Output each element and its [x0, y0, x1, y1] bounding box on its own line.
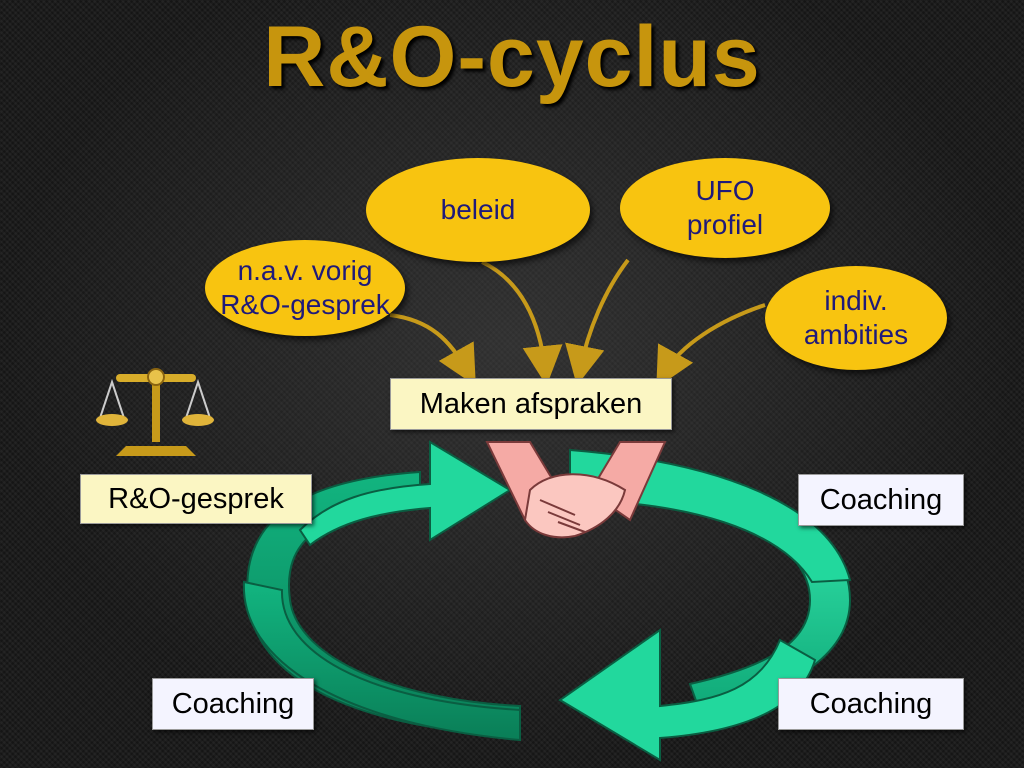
bubble-beleid-label: beleid	[440, 194, 516, 225]
page-title: R&O-cyclus	[263, 9, 761, 105]
connector-arrow-vorig	[389, 313, 476, 386]
step-coaching-bottom-right: Coaching	[778, 678, 964, 730]
bubble-vorig-label-1: n.a.v. vorig	[237, 255, 373, 286]
bubble-ufo-label-1: UFO	[695, 175, 755, 206]
cycle-arrow-bottom	[558, 628, 817, 762]
scales-icon	[96, 368, 214, 456]
bubble-vorig-label-2: R&O-gesprek	[220, 289, 390, 320]
bubble-ufo-profiel: UFO profiel	[620, 158, 830, 258]
step-coaching-bottom-left-text: Coaching	[171, 687, 295, 720]
step-coaching-top-right: Coaching	[798, 474, 964, 526]
connector-arrow-beleid	[481, 260, 563, 386]
step-coaching-bottom-right-text: Coaching	[809, 687, 933, 720]
step-ro-gesprek: R&O-gesprek	[80, 474, 312, 524]
step-ro-gesprek-text: R&O-gesprek	[108, 482, 284, 515]
step-coaching-bottom-left: Coaching	[152, 678, 314, 730]
handshake-icon	[485, 441, 667, 539]
step-coaching-top-right-text: Coaching	[819, 483, 943, 516]
connector-arrow-ufo	[565, 258, 630, 386]
center-label-maken-afspraken: Maken afspraken	[390, 378, 672, 430]
bubble-ufo-label-2: profiel	[686, 209, 764, 240]
bubble-vorig-gesprek: n.a.v. vorig R&O-gesprek	[205, 240, 405, 336]
cycle-arrow-bottom-left	[242, 580, 521, 742]
bubble-ambities-label-1: indiv.	[824, 285, 888, 316]
bubble-ambities: indiv. ambities	[765, 266, 947, 370]
center-label-text: Maken afspraken	[419, 387, 643, 420]
bubble-ambities-label-2: ambities	[803, 319, 909, 350]
bubble-beleid: beleid	[366, 158, 590, 262]
connector-arrow-ambities	[656, 303, 766, 389]
